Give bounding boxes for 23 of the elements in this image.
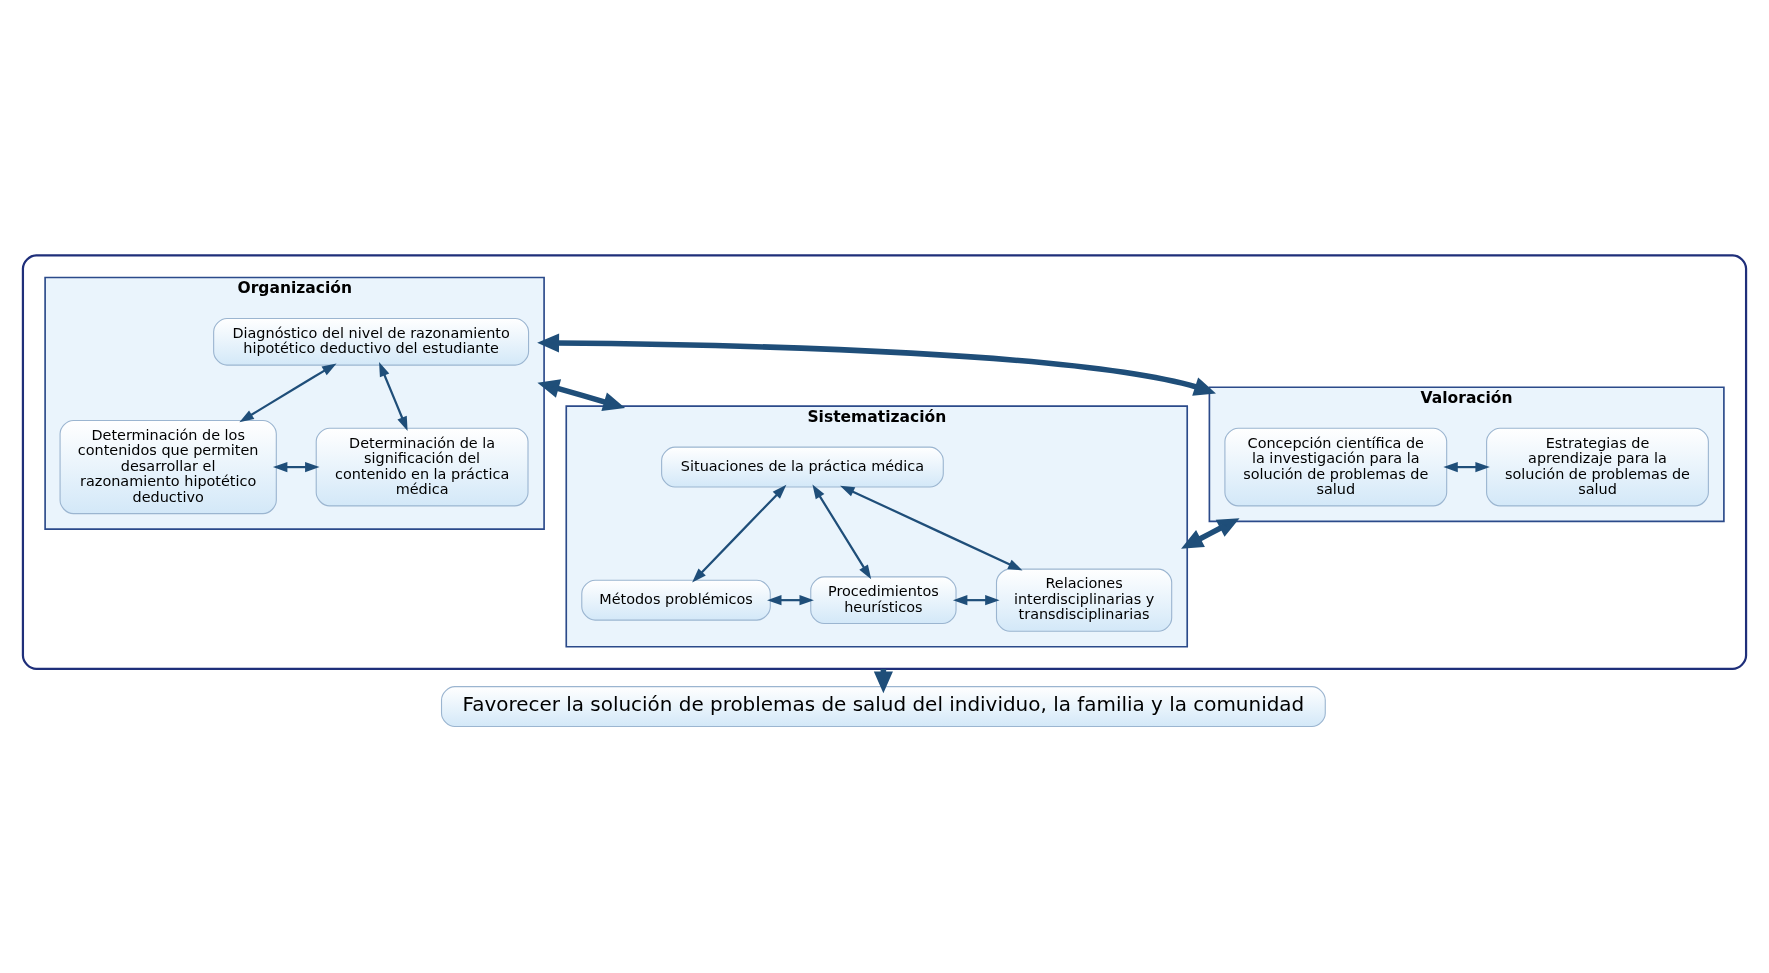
node-box: Determinación de los contenidos que permiten desarrollar el razonamiento hipotético deductivo [59,419,277,515]
arrow [952,595,1000,606]
arrow [272,462,320,473]
arrow [239,363,337,423]
node-box: Relaciones interdisciplinarias y transdisciplinarias [995,568,1173,632]
node-box: Concepción científica de la investigación para la solución de problemas de salud [1224,427,1448,507]
node-box: Métodos problémicos [581,579,771,621]
arrow [1443,462,1490,473]
arrow [379,362,408,432]
arrow [537,379,626,411]
arrow [840,485,1023,571]
node-box: Procedimientos heurísticos [810,576,957,624]
arrow [1181,518,1240,549]
arrow [692,484,787,583]
node-box: Situaciones de la práctica médica [661,446,944,488]
node-box: Determinación de la significación del contenido en la práctica médica [315,427,529,507]
node-box: Diagnóstico del nivel de razonamiento hipotético deductivo del estudiante [213,317,530,366]
node-box: Favorecer la solución de problemas de salud del individuo, la familia y la comunidad [440,686,1326,728]
arrow [767,595,814,606]
arrow [537,333,1216,396]
arrow [812,484,872,580]
node-box: Estrategias de aprendizaje para la solución de problemas de salud [1486,427,1709,507]
cluster [21,254,1748,670]
